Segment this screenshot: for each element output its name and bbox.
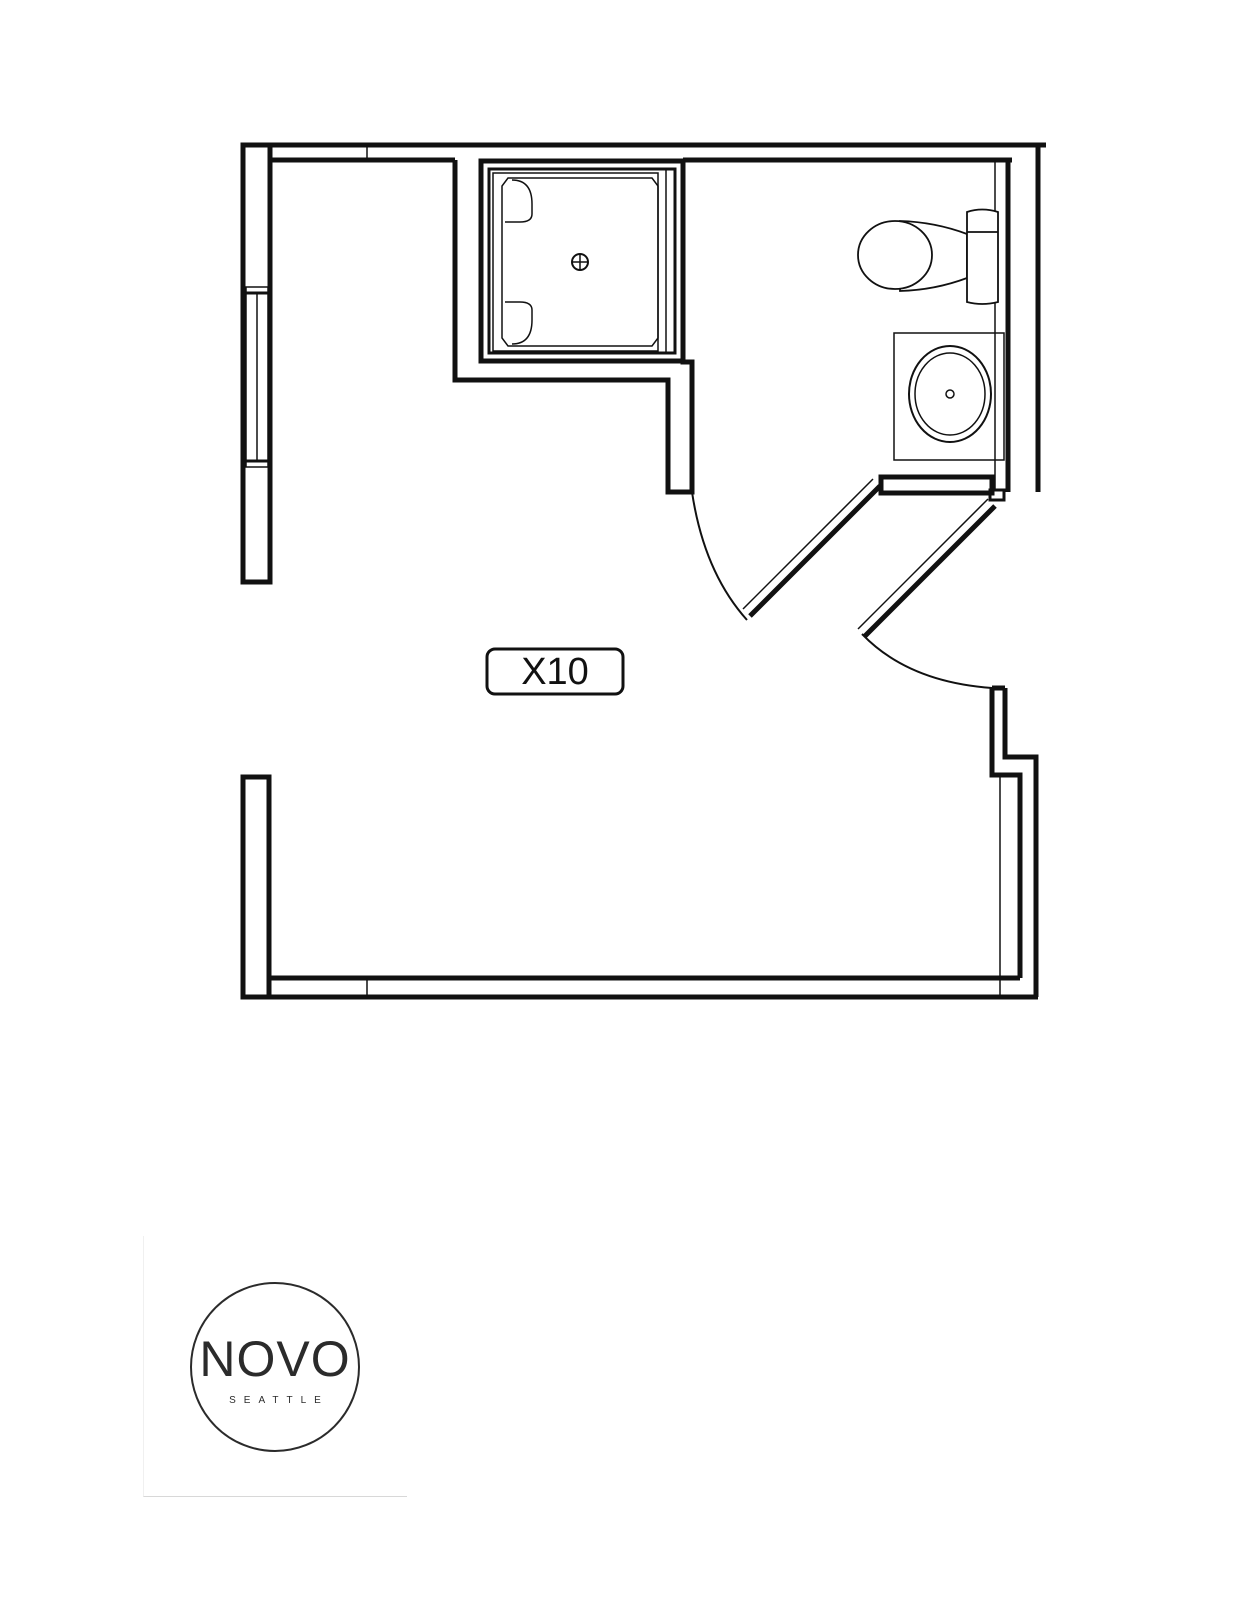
sink-icon — [893, 332, 1005, 461]
logo-sub-text: SEATTLE — [229, 1395, 329, 1406]
bathroom-partition — [452, 160, 995, 496]
left-wall-upper — [240, 142, 273, 585]
exterior-walls — [241, 142, 1046, 163]
wall-stub — [988, 488, 1006, 502]
unit-label-text: X10 — [521, 651, 589, 693]
bottom-wall — [243, 975, 1038, 1000]
left-window — [245, 286, 269, 468]
toilet-icon — [857, 208, 999, 305]
right-wall-lower — [989, 685, 1039, 997]
shower-icon — [478, 158, 686, 364]
bathroom-door-icon — [691, 478, 882, 621]
right-wall-upper — [1005, 145, 1041, 492]
brand-logo-panel: NOVO SEATTLE — [143, 1236, 407, 1497]
logo-main-text: NOVO — [199, 1331, 351, 1387]
left-wall-lower — [240, 774, 272, 1000]
entry-door-icon — [857, 498, 997, 689]
unit-label: X10 — [485, 647, 625, 696]
brand-logo: NOVO SEATTLE — [190, 1282, 360, 1452]
